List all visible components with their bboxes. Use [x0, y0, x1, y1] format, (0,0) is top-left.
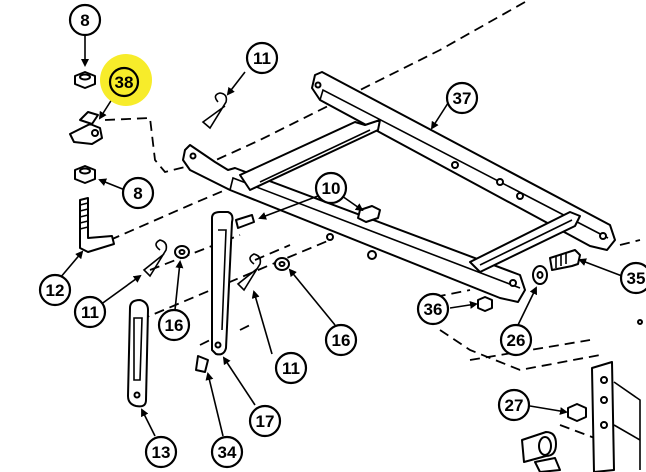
callout-34[interactable]: 34 [210, 435, 244, 469]
leader-lines [59, 35, 623, 437]
j-bolt [79, 197, 115, 253]
callout-12[interactable]: 12 [38, 273, 72, 307]
callout-8-top[interactable]: 8 [68, 3, 102, 37]
spring-pin-top [201, 92, 228, 130]
hex-nut-27 [567, 403, 587, 422]
hex-nut-36 [477, 296, 493, 312]
callout-label: 38 [115, 73, 134, 92]
callout-label: 16 [332, 331, 351, 350]
callout-label: 17 [256, 412, 275, 431]
callout-27[interactable]: 27 [497, 388, 531, 422]
main-frame-assembly [182, 71, 616, 303]
callout-label: 11 [282, 359, 300, 378]
callout-36[interactable]: 36 [416, 292, 450, 326]
bolt-10b [357, 205, 381, 223]
callout-label: 27 [505, 396, 524, 415]
callout-37[interactable]: 37 [445, 81, 479, 115]
spring-pin-mid [236, 253, 262, 292]
bracket-plate [591, 361, 615, 472]
callout-label: 12 [46, 281, 65, 300]
callout-11-top[interactable]: 11 [245, 41, 279, 75]
callout-label: 34 [218, 443, 237, 462]
hardware-parts [69, 71, 643, 472]
callout-label: 11 [81, 303, 99, 322]
callout-label: 35 [627, 269, 646, 288]
callout-label: 36 [424, 300, 443, 319]
callout-10[interactable]: 10 [314, 171, 348, 205]
callout-16-left[interactable]: 16 [157, 308, 191, 342]
callout-label: 26 [507, 331, 526, 350]
callout-17[interactable]: 17 [248, 404, 282, 438]
callout-8-mid[interactable]: 8 [121, 176, 155, 210]
callout-label: 8 [80, 11, 89, 30]
link-bar-17 [211, 211, 234, 356]
callout-label: 16 [165, 316, 184, 335]
callout-label: 13 [152, 443, 171, 462]
callout-label: 11 [253, 49, 271, 68]
callout-label: 37 [453, 89, 472, 108]
callout-35[interactable]: 35 [619, 261, 646, 295]
callout-label: 10 [322, 179, 341, 198]
callout-13[interactable]: 13 [144, 435, 178, 469]
spring-pin-left [142, 239, 168, 278]
bolt-10a [235, 214, 255, 229]
callout-11-mid[interactable]: 11 [274, 351, 308, 385]
bolt-35 [549, 249, 581, 271]
callout-11-left[interactable]: 11 [73, 295, 107, 329]
callout-38-highlighted[interactable]: 38 [100, 54, 152, 106]
callout-16-right[interactable]: 16 [324, 323, 358, 357]
callout-26[interactable]: 26 [499, 323, 533, 357]
cotter-pin-34 [195, 355, 209, 373]
slotted-link-13 [127, 299, 149, 408]
callout-label: 8 [133, 184, 142, 203]
